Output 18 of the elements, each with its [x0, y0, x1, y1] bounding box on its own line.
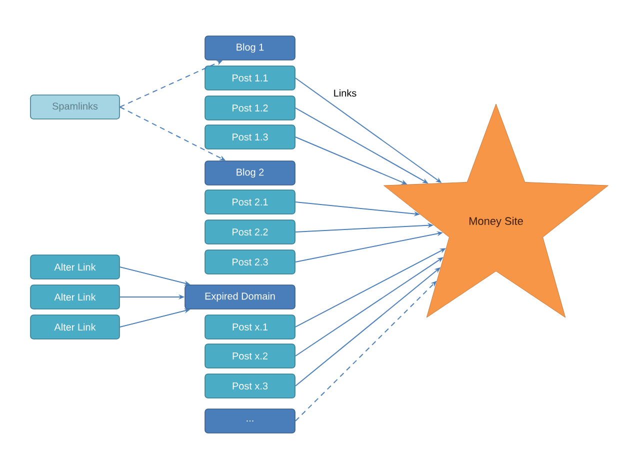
post-box: Alter Link	[30, 284, 120, 310]
site-box: Blog 1	[204, 36, 296, 60]
post-box: Alter Link	[30, 254, 120, 280]
post-box: Post x.3	[204, 374, 296, 398]
post-box: Post 1.1	[204, 66, 296, 90]
post-box: Post 2.3	[204, 250, 296, 274]
post-box: Alter Link	[30, 314, 120, 340]
post-box: Post 2.1	[204, 190, 296, 214]
post-box: Post x.1	[204, 314, 296, 340]
site-box: ...	[204, 408, 296, 434]
link-box: Spamlinks	[30, 94, 120, 120]
text-label: Links	[334, 89, 356, 97]
post-box: Post x.2	[204, 344, 296, 368]
site-box: Expired Domain	[184, 284, 296, 310]
site-box: Blog 2	[204, 160, 296, 186]
post-box: Post 2.2	[204, 220, 296, 244]
post-box: Post 1.2	[204, 96, 296, 120]
post-box: Post 1.3	[204, 124, 296, 150]
